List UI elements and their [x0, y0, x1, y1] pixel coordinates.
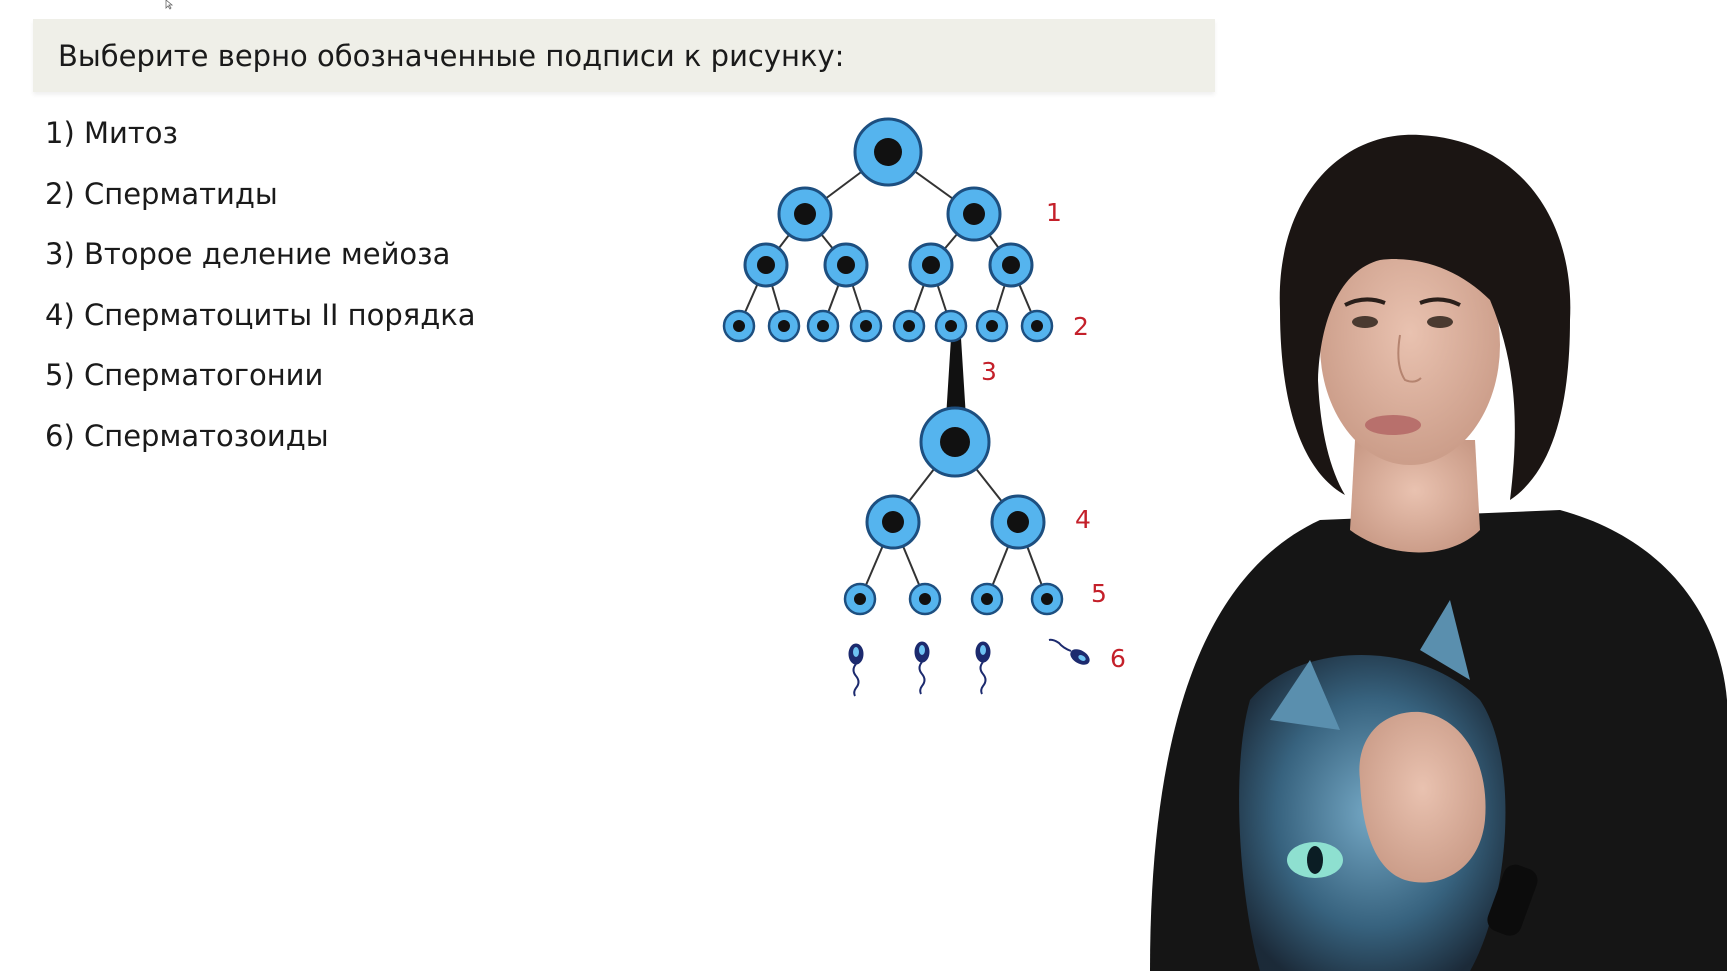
mouse-cursor-icon [165, 0, 174, 10]
presenter-video [1150, 134, 1727, 971]
answer-options-list: 1) Митоз 2) Сперматиды 3) Второе деление… [45, 112, 476, 475]
nucleus [940, 427, 970, 457]
growth-wedge [946, 338, 966, 418]
answer-option-5[interactable]: 5) Сперматогонии [45, 358, 324, 392]
nucleus [757, 256, 775, 274]
sperm-icon [1048, 638, 1090, 665]
nucleus [963, 203, 985, 225]
diagram-label-5: 5 [1091, 579, 1107, 608]
nucleus [981, 593, 993, 605]
question-text: Выберите верно обозначенные подписи к ри… [58, 38, 845, 73]
presenter-hand [1359, 711, 1486, 883]
nucleus [874, 138, 902, 166]
answer-option-4[interactable]: 4) Сперматоциты II порядка [45, 297, 476, 332]
nucleus [882, 511, 904, 533]
nucleus [1007, 511, 1029, 533]
presenter-face [1320, 225, 1500, 465]
fitness-band-icon [1487, 864, 1538, 936]
diagram-label-6: 6 [1110, 644, 1126, 673]
diagram-label-4: 4 [1075, 505, 1091, 534]
nucleus [919, 593, 931, 605]
nucleus [945, 320, 957, 332]
sperm-row [848, 638, 1090, 697]
nucleus [1041, 593, 1053, 605]
nucleus [837, 256, 855, 274]
sperm-icon [914, 641, 930, 695]
diagram-label-1: 1 [1046, 198, 1062, 227]
answer-option-6[interactable]: 6) Сперматозоиды [45, 418, 329, 453]
cell-row-5 [919, 406, 991, 478]
spermatogenesis-diagram: 1 2 3 4 5 6 [722, 117, 1126, 697]
nucleus [817, 320, 829, 332]
nucleus [903, 320, 915, 332]
nucleus [986, 320, 998, 332]
answer-option-1[interactable]: 1) Митоз [45, 116, 178, 150]
answer-option-3[interactable]: 3) Второе деление мейоза [45, 237, 451, 271]
diagram-label-3: 3 [981, 357, 997, 386]
nucleus [1031, 320, 1043, 332]
sperm-icon [848, 643, 864, 697]
nucleus [860, 320, 872, 332]
presenter-neck [1350, 440, 1480, 553]
question-banner: Выберите верно обозначенные подписи к ри… [33, 19, 1215, 92]
nucleus [854, 593, 866, 605]
nucleus [1002, 256, 1020, 274]
nucleus [778, 320, 790, 332]
nucleus [922, 256, 940, 274]
sperm-icon [975, 641, 991, 695]
answer-option-2[interactable]: 2) Сперматиды [45, 176, 278, 211]
diagram-label-2: 2 [1073, 312, 1089, 341]
cell-row-4 [722, 309, 1054, 343]
cell-row-3 [743, 242, 1034, 288]
cell-row-1 [853, 117, 923, 187]
nucleus [794, 203, 816, 225]
cell-row-6 [865, 494, 1046, 550]
presenter-hair [1279, 134, 1571, 500]
nucleus [733, 320, 745, 332]
cell-row-2 [777, 186, 1002, 242]
cell-row-7 [843, 582, 1064, 616]
